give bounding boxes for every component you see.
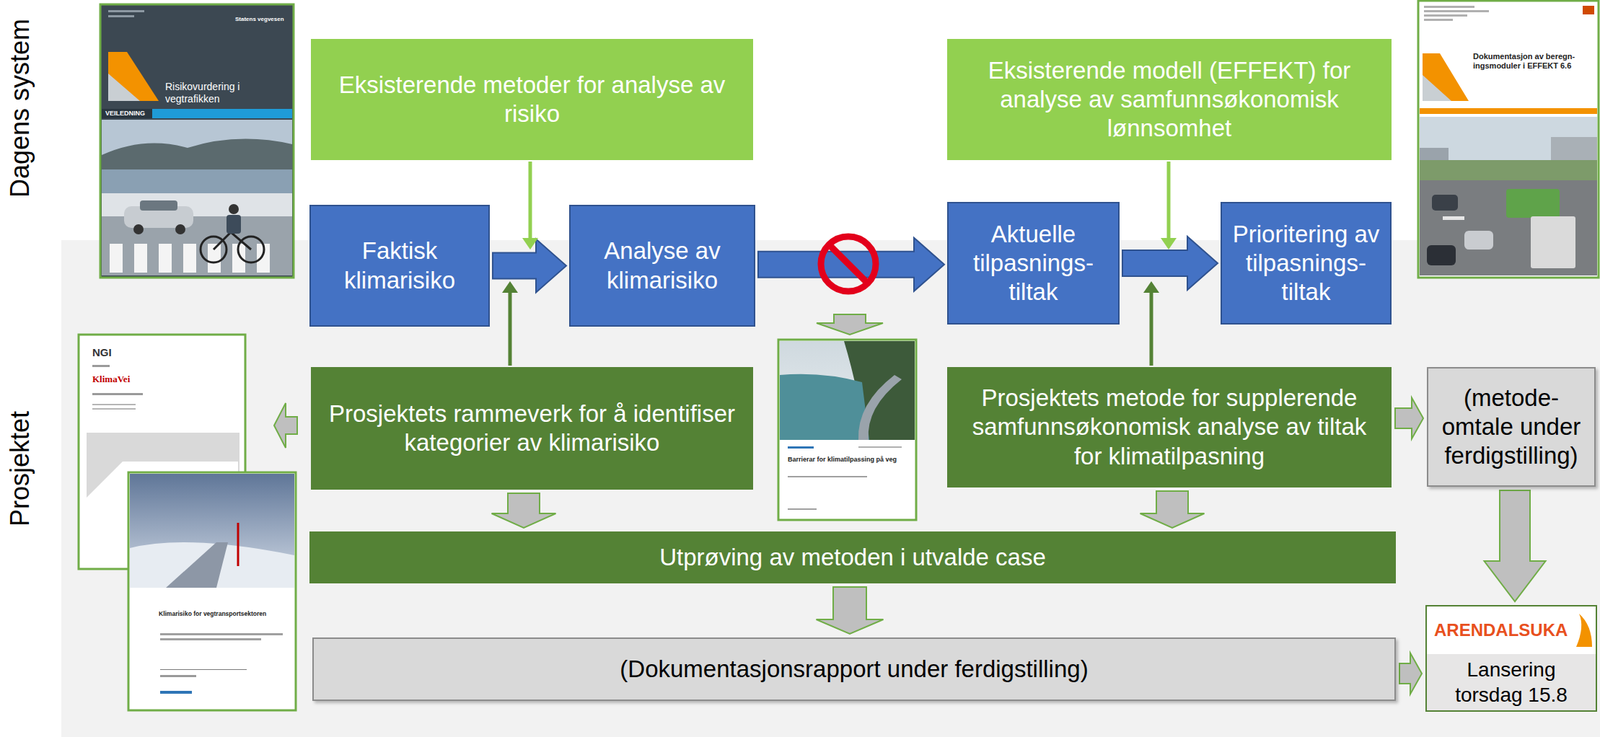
flow-arrow [1484,490,1546,602]
cover-barrierar [778,339,917,521]
flow-arrow [1140,491,1205,529]
process-arrow [1122,236,1218,290]
process-box: Analyse av klimarisiko [569,204,756,327]
cover-klimarisiko [128,472,296,711]
box-text: Eksisterende metoder for analyse av risi… [323,70,741,130]
box-text: ARENDALSUKA [1426,606,1596,655]
cover-text: VEILEDNING [105,109,145,118]
cover-text: Statens vegvesen [235,15,285,24]
box-subtext: Lansering torsdag 15.8 [1426,654,1596,711]
existing-method-box: Eksisterende metoder for analyse av risi… [310,38,754,161]
side-label: Dagens system [4,18,36,198]
box-text: Prosjektets metode for supplerende samfu… [960,383,1379,472]
box-text: Eksisterende modell (EFFEKT) for analyse… [960,56,1379,144]
cover-title: KlimaVei [92,373,130,386]
flow-arrow [1399,653,1422,695]
status-box: (metode- omtale under ferdigstilling) [1426,367,1596,487]
process-arrow [758,238,945,292]
process-box: Prioritering av tilpasnings- tiltak [1220,201,1392,325]
box-text: Prioritering av tilpasnings- tiltak [1230,220,1382,308]
project-box: Prosjektets rammeverk for å identifiser … [310,367,754,490]
box-text: Aktuelle tilpasnings- tiltak [957,220,1110,308]
cover-effekt [1418,0,1599,278]
box-text: Utprøving av metoden i utvalde case [659,543,1046,573]
event-box: ARENDALSUKALansering torsdag 15.8 [1425,605,1598,712]
status-box: (Dokumentasjonsrapport under ferdigstill… [312,637,1396,702]
box-text: Faktisk klimarisiko [319,236,480,296]
project-band-box: Utprøving av metoden i utvalde case [309,531,1396,584]
box-text: Prosjektets rammeverk for å identifiser … [323,399,741,459]
cover-logo: NGI [92,346,112,360]
cover-title: Dokumentasjon av beregn- ingsmoduler i E… [1473,51,1595,71]
cover-title: Klimarisiko for vegtransportsektoren [158,610,293,618]
box-text: (metode- omtale under ferdigstilling) [1436,383,1586,472]
no-sign [820,236,876,292]
cover-risk [100,4,294,278]
existing-method-box: Eksisterende modell (EFFEKT) for analyse… [947,38,1392,161]
flow-arrow [1395,398,1424,440]
input-arrows [502,161,1177,366]
flow-arrow [491,493,557,529]
process-box: Faktisk klimarisiko [309,204,490,327]
box-text: (Dokumentasjonsrapport under ferdigstill… [619,655,1088,684]
flow-arrow [816,587,884,635]
box-text: Analyse av klimarisiko [579,236,746,296]
sail-logo [1574,612,1594,649]
side-label: Prosjektet [4,411,36,527]
process-box: Aktuelle tilpasnings- tiltak [947,201,1120,325]
project-box: Prosjektets metode for supplerende samfu… [947,367,1392,488]
cover-title: Barrierar for klimatilpassing på veg [787,455,909,464]
cover-title: Risikovurdering i vegtrafikken [165,80,249,106]
